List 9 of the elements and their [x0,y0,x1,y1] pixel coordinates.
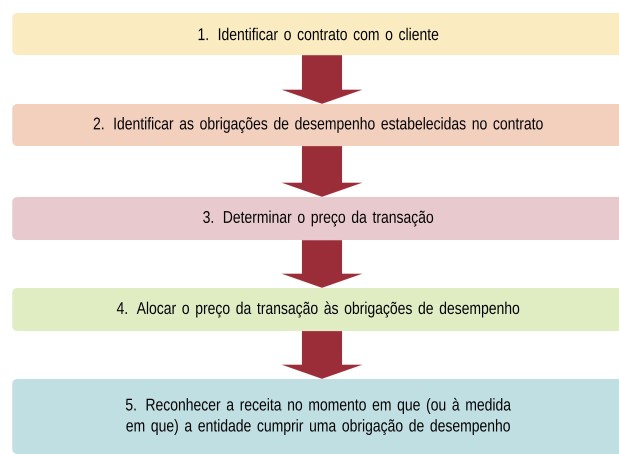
block-arrow [282,240,362,288]
step-box: 2. Identificar as obrigações de desempenho estabelecidas no contrato [12,104,619,146]
step-box: 1. Identificar o contrato com o cliente [12,13,619,55]
step-box: 5. Reconhecer a receita no momento em que (ou à medida em que) a entidade cumprir uma obrigação de desempenho [12,378,619,454]
step-box: 3. Determinar o preço da transação [12,197,619,240]
block-arrow [282,55,362,104]
block-arrow [282,331,362,379]
block-arrow [282,146,362,197]
step-box: 4. Alocar o preço da transação às obrigações de desempenho [12,288,619,331]
